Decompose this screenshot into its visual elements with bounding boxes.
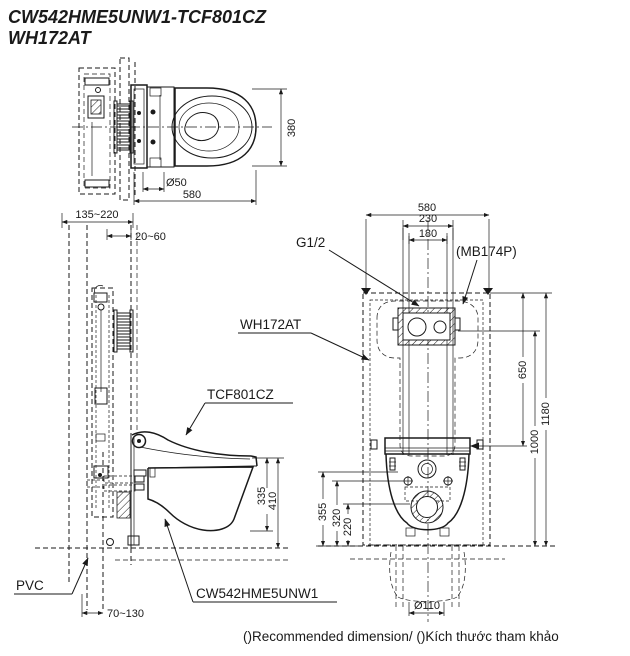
dim-drain-diameter: Ø110	[414, 600, 440, 612]
dim-pipe-span: 180	[419, 228, 437, 240]
side-view-tank	[91, 285, 114, 518]
drawing-title: CW542HME5UNW1-TCF801CZ WH172AT	[8, 7, 267, 48]
side-view-wall-lines	[68, 225, 138, 610]
dim-frame-width: 580	[418, 202, 436, 214]
dim-drain-offset-range: 70~130	[107, 608, 144, 620]
dim-panel-gap-range: 20~60	[135, 231, 166, 243]
front-view-toilet	[370, 437, 484, 537]
dim-wall-depth-range: 135~220	[75, 209, 118, 221]
side-view-toilet-profile	[87, 431, 258, 546]
title-model-line1: CW542HME5UNW1-TCF801CZ	[8, 7, 267, 27]
recommended-dimension-note: ()Recommended dimension/ ()Kích thước th…	[243, 629, 559, 644]
dim-top-depth: 380	[286, 119, 298, 137]
dim-tank-drop: 650	[517, 361, 529, 379]
label-seat-unit: TCF801CZ	[207, 387, 274, 402]
front-view-dimensions: 580 230 180 650 1000	[315, 202, 552, 616]
top-view-wall-carrier	[78, 57, 136, 201]
side-view-dimensions: 135~220 20~60 335 410 70~130	[61, 209, 284, 620]
top-view-dimensions: 380 Ø50 580	[133, 88, 298, 205]
side-view-corrugated-hose	[113, 309, 134, 353]
side-view: 135~220 20~60 335 410 70~130 TCF801CZ	[14, 209, 337, 620]
dim-top-hinge-offset: Ø50	[166, 177, 187, 189]
top-view: 380 Ø50 580	[72, 57, 298, 205]
top-view-mounting-plate	[130, 84, 175, 169]
label-pvc-pipe: PVC	[16, 578, 44, 593]
dim-inlet-height: 1000	[529, 430, 541, 454]
front-view: 580 230 180 650 1000	[238, 202, 552, 622]
dim-fix-height: 355	[317, 503, 329, 521]
front-view-drain-piping	[389, 546, 466, 608]
dim-frame-height: 1180	[540, 402, 552, 426]
top-view-bowl	[72, 87, 272, 167]
dim-bolt-span: 230	[419, 213, 437, 225]
side-view-labels: TCF801CZ CW542HME5UNW1 PVC	[14, 387, 337, 603]
label-tank-model: WH172AT	[240, 317, 301, 332]
label-access-panel: (MB174P)	[456, 244, 517, 259]
title-model-line2: WH172AT	[8, 28, 93, 48]
dim-seat-height: 410	[267, 492, 279, 510]
front-view-labels: G1/2 (MB174P) WH172AT	[238, 235, 517, 361]
dim-top-width: 580	[183, 189, 201, 201]
label-bowl-model: CW542HME5UNW1	[196, 586, 318, 601]
front-view-tank	[376, 300, 479, 457]
dim-drain-height: 220	[342, 518, 354, 536]
label-water-inlet: G1/2	[296, 235, 325, 250]
